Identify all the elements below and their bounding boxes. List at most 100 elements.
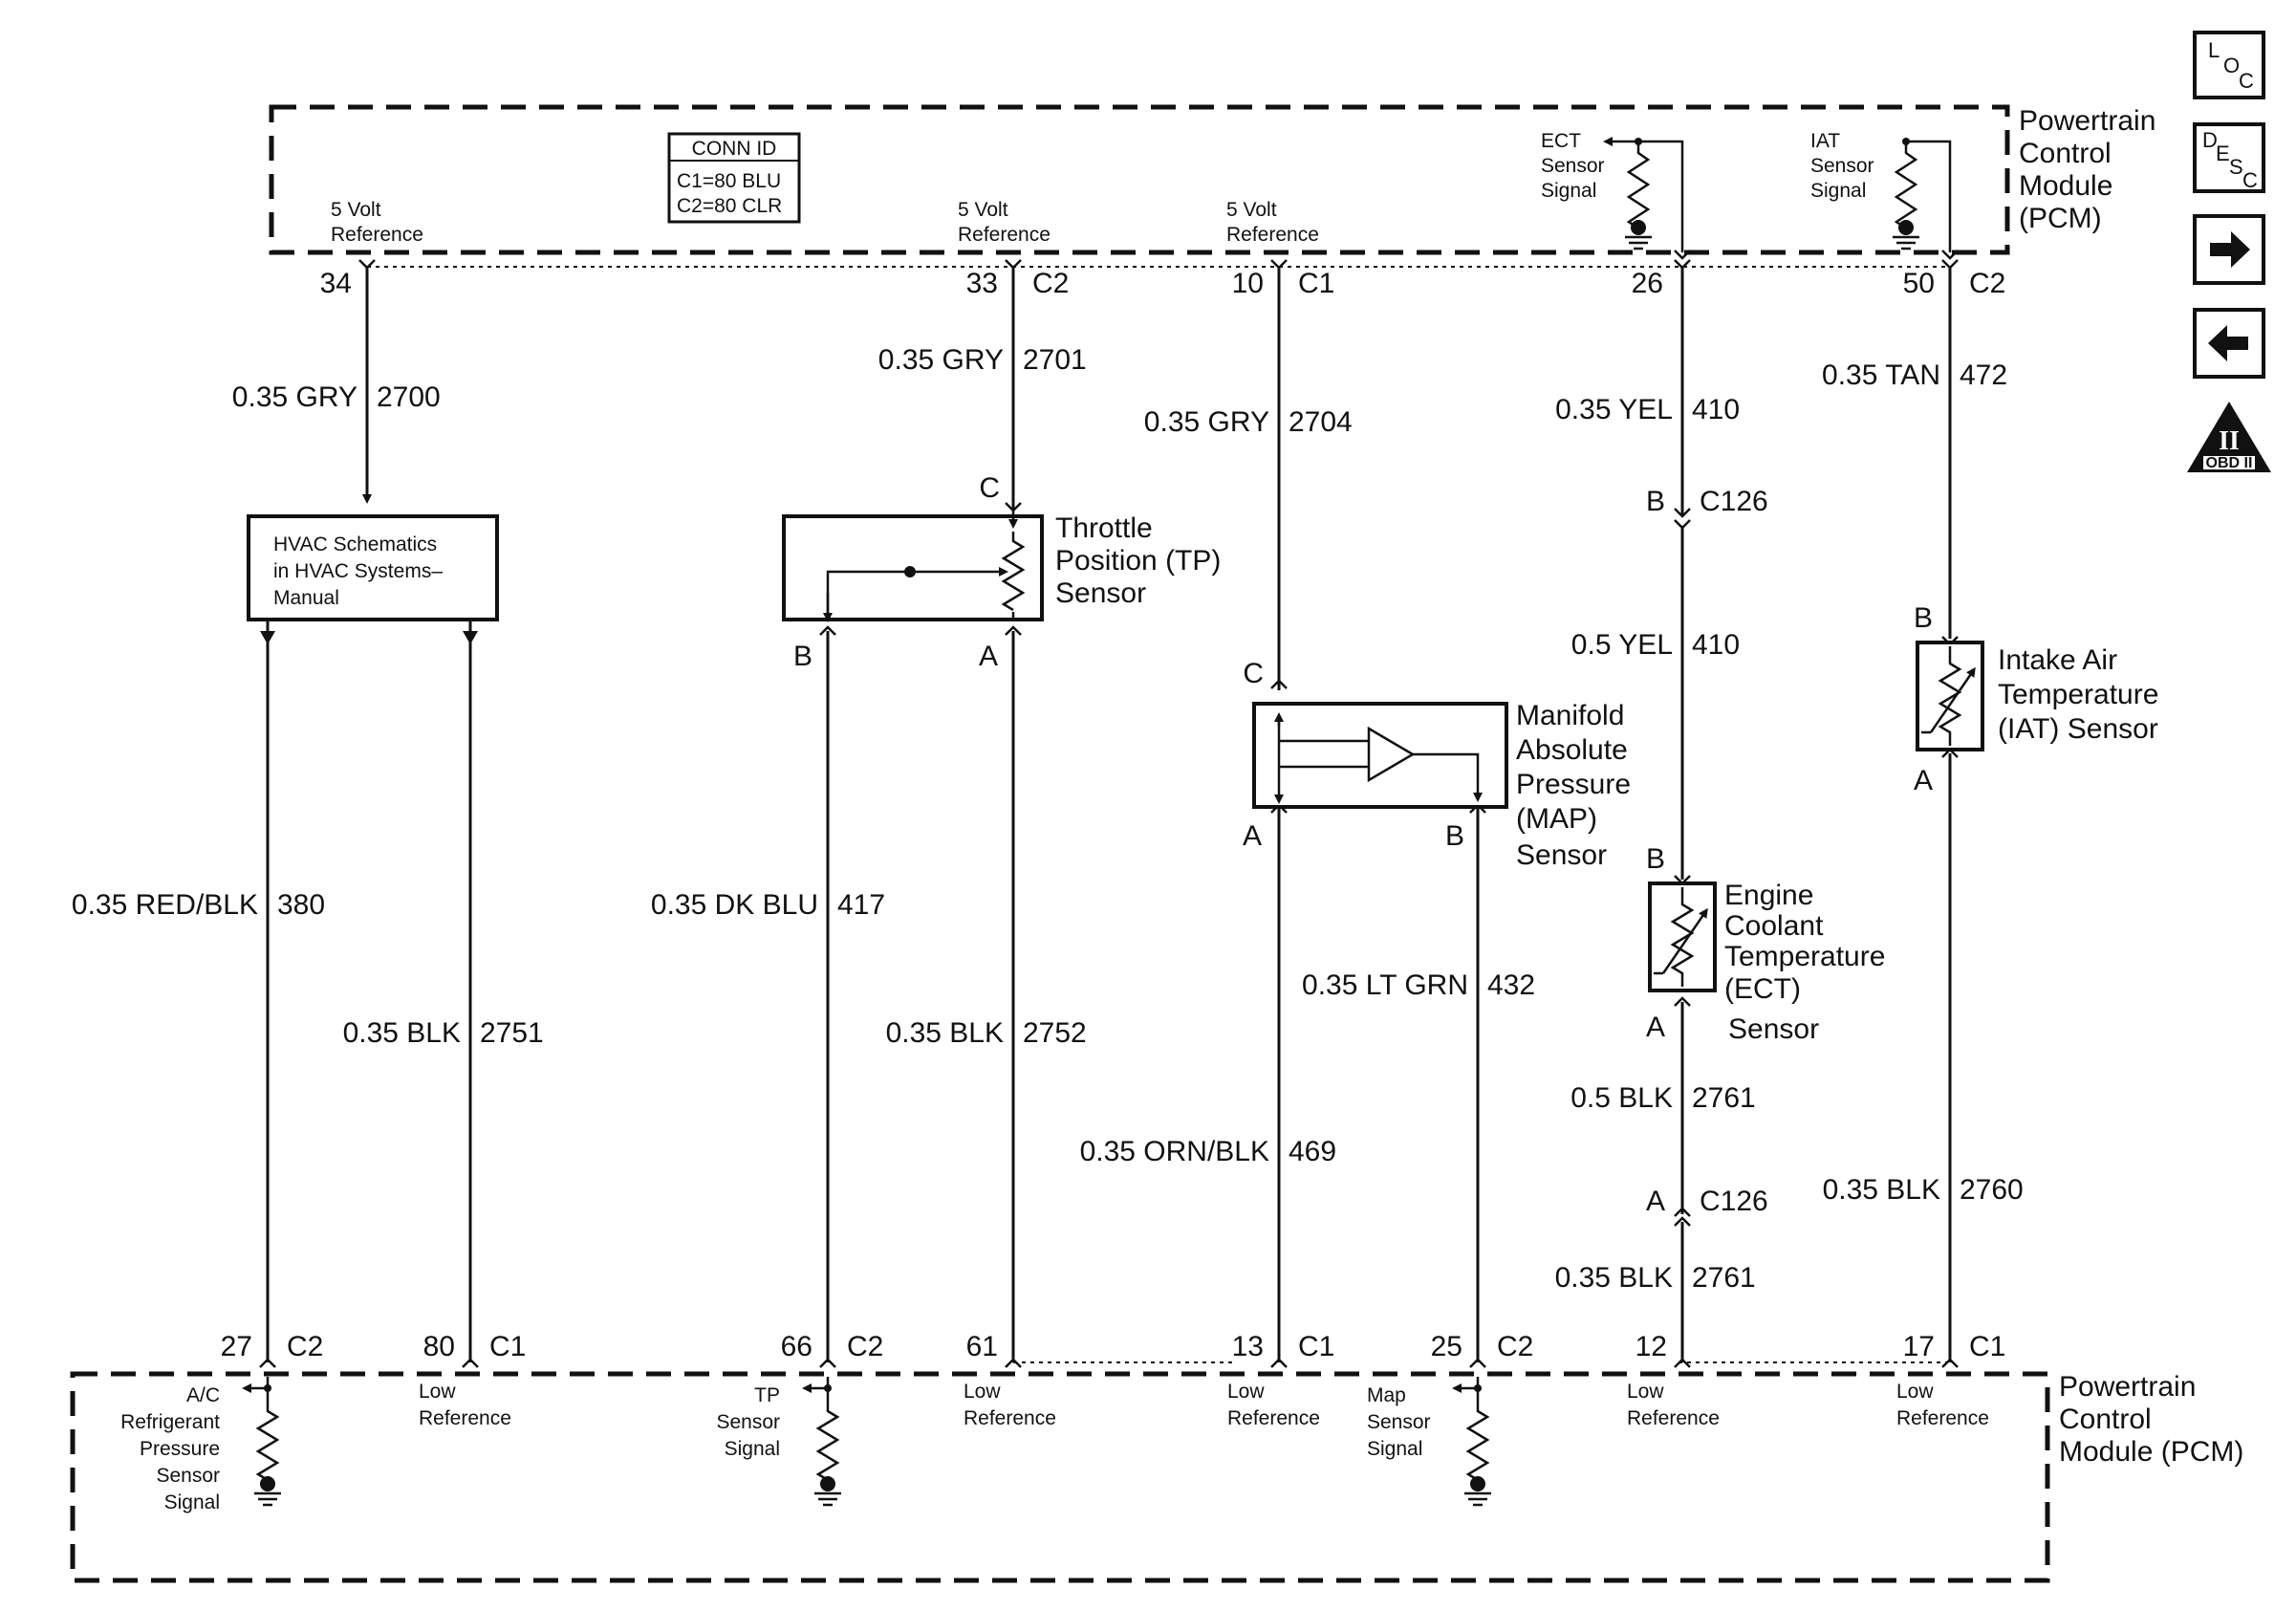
- bottom-low61-label: Low Reference: [964, 1381, 1056, 1429]
- svg-text:Low: Low: [1227, 1381, 1265, 1403]
- svg-text:0.5 YEL: 0.5 YEL: [1571, 629, 1673, 661]
- obd-ii-button[interactable]: II OBD II: [2187, 402, 2271, 472]
- svg-text:Module: Module: [2019, 170, 2112, 202]
- next-page-button[interactable]: [2193, 214, 2265, 285]
- conn-id-box: CONN ID C1=80 BLU C2=80 CLR: [667, 132, 801, 224]
- svg-text:2704: 2704: [1289, 406, 1353, 438]
- pin-34: 34: [320, 268, 352, 299]
- svg-text:Engine: Engine: [1724, 880, 1813, 911]
- svg-text:O: O: [2223, 54, 2240, 77]
- svg-text:0.35 GRY: 0.35 GRY: [232, 381, 357, 413]
- pin-17: 17: [1903, 1331, 1935, 1362]
- label-wire-2752: 0.35 BLK 2752: [886, 1017, 1087, 1049]
- ect-sensor: [1648, 882, 1717, 992]
- svg-text:L: L: [2208, 38, 2220, 62]
- label-wire-410-a: 0.35 YEL 410: [1555, 394, 1740, 425]
- map-pin-c: C: [1243, 658, 1264, 689]
- prev-page-button[interactable]: [2193, 308, 2265, 379]
- svg-text:Position (TP): Position (TP): [1055, 545, 1221, 577]
- svg-text:IAT: IAT: [1810, 130, 1840, 152]
- pin-66: 66: [781, 1331, 812, 1362]
- svg-text:0.35 BLK: 0.35 BLK: [1823, 1174, 1940, 1206]
- svg-text:Signal: Signal: [725, 1438, 780, 1460]
- label-wire-2761-b: 0.35 BLK 2761: [1555, 1262, 1756, 1294]
- tp-sensor: [782, 511, 1044, 622]
- obd-ii-mark: II: [2219, 426, 2240, 456]
- pin-12: 12: [1635, 1331, 1667, 1362]
- svg-text:(MAP): (MAP): [1516, 803, 1597, 835]
- map-sensor-label: Manifold Absolute Pressure (MAP) Sensor: [1516, 700, 1631, 871]
- svg-text:0.5 BLK: 0.5 BLK: [1570, 1082, 1673, 1114]
- svg-text:472: 472: [1960, 359, 2007, 391]
- svg-text:Control: Control: [2019, 138, 2112, 169]
- iat-sensor: [1916, 641, 1984, 751]
- svg-text:Control: Control: [2059, 1404, 2152, 1435]
- svg-text:0.35 TAN: 0.35 TAN: [1822, 359, 1940, 391]
- label-wire-2761-a: 0.5 BLK 2761: [1570, 1082, 1756, 1114]
- top-ref-34-label: 5 Volt Reference: [331, 199, 423, 246]
- svg-text:5 Volt: 5 Volt: [958, 199, 1008, 221]
- svg-text:OBD II: OBD II: [2206, 455, 2253, 471]
- svg-text:2701: 2701: [1023, 344, 1087, 376]
- connector-ticks: [259, 250, 1959, 1368]
- svg-text:Sensor: Sensor: [1367, 1411, 1431, 1433]
- svg-text:Manifold: Manifold: [1516, 700, 1624, 731]
- svg-text:C126: C126: [1700, 1186, 1768, 1217]
- top-ref-10-label: 5 Volt Reference: [1226, 199, 1319, 246]
- svg-text:A/C: A/C: [186, 1384, 220, 1406]
- svg-text:0.35 GRY: 0.35 GRY: [878, 344, 1004, 376]
- svg-text:410: 410: [1692, 394, 1740, 425]
- svg-text:Pressure: Pressure: [140, 1438, 220, 1460]
- svg-text:Powertrain: Powertrain: [2059, 1371, 2196, 1403]
- label-wire-432: 0.35 LT GRN 432: [1302, 969, 1535, 1001]
- pin-50: 50: [1903, 268, 1935, 299]
- svg-text:Intake Air: Intake Air: [1998, 644, 2117, 676]
- label-wire-472: 0.35 TAN 472: [1822, 359, 2007, 391]
- pcm-iat-pullup: [1893, 138, 1952, 252]
- svg-text:0.35 BLK: 0.35 BLK: [886, 1017, 1004, 1049]
- label-wire-469: 0.35 ORN/BLK 469: [1080, 1136, 1337, 1167]
- svg-text:Temperature: Temperature: [1724, 941, 1885, 972]
- svg-text:TP: TP: [754, 1384, 780, 1406]
- svg-text:Low: Low: [1627, 1381, 1664, 1403]
- top-ref-33-label: 5 Volt Reference: [958, 199, 1051, 246]
- svg-text:A: A: [1646, 1186, 1665, 1217]
- svg-text:(ECT): (ECT): [1724, 973, 1801, 1005]
- label-wire-380: 0.35 RED/BLK 380: [72, 889, 325, 921]
- map-pin-b: B: [1445, 820, 1464, 852]
- svg-text:Throttle: Throttle: [1055, 512, 1153, 544]
- top-iat-signal-label: IAT Sensor Signal: [1810, 130, 1874, 202]
- svg-text:Sensor: Sensor: [1728, 1013, 1819, 1045]
- svg-text:Reference: Reference: [964, 1407, 1056, 1429]
- bottom-low13-label: Low Reference: [1227, 1381, 1320, 1429]
- svg-text:Low: Low: [419, 1381, 456, 1403]
- tp-pin-a: A: [979, 641, 998, 672]
- label-wire-2751: 0.35 BLK 2751: [343, 1017, 544, 1049]
- pin-27-conn: C2: [287, 1331, 323, 1362]
- svg-text:Reference: Reference: [1227, 1407, 1320, 1429]
- pin-25-conn: C2: [1497, 1331, 1533, 1362]
- pcm-bottom-title: Powertrain Control Module (PCM): [2059, 1371, 2243, 1468]
- loc-button[interactable]: L O C: [2193, 31, 2265, 99]
- pin-26: 26: [1632, 268, 1663, 299]
- top-ect-signal-label: ECT Sensor Signal: [1541, 130, 1605, 202]
- svg-text:2752: 2752: [1023, 1017, 1087, 1049]
- svg-text:0.35 ORN/BLK: 0.35 ORN/BLK: [1080, 1136, 1269, 1167]
- bottom-tp-signal-label: TP Sensor Signal: [716, 1384, 780, 1460]
- map-sensor: [1252, 702, 1508, 809]
- desc-button[interactable]: D E S C: [2193, 122, 2265, 193]
- map-pin-a: A: [1243, 820, 1262, 852]
- svg-text:CONN ID: CONN ID: [692, 138, 777, 160]
- svg-text:D: D: [2202, 128, 2218, 152]
- svg-text:Absolute: Absolute: [1516, 734, 1628, 766]
- svg-text:C1=80 BLU: C1=80 BLU: [677, 170, 781, 192]
- svg-text:Sensor: Sensor: [1541, 155, 1605, 177]
- svg-text:0.35 LT GRN: 0.35 LT GRN: [1302, 969, 1468, 1001]
- svg-text:0.35 BLK: 0.35 BLK: [1555, 1262, 1673, 1294]
- iat-sensor-label: Intake Air Temperature (IAT) Sensor: [1998, 644, 2158, 745]
- svg-text:Low: Low: [1896, 1381, 1934, 1403]
- label-wire-2701: 0.35 GRY 2701: [878, 344, 1087, 376]
- svg-text:Reference: Reference: [331, 224, 423, 246]
- svg-text:469: 469: [1289, 1136, 1336, 1167]
